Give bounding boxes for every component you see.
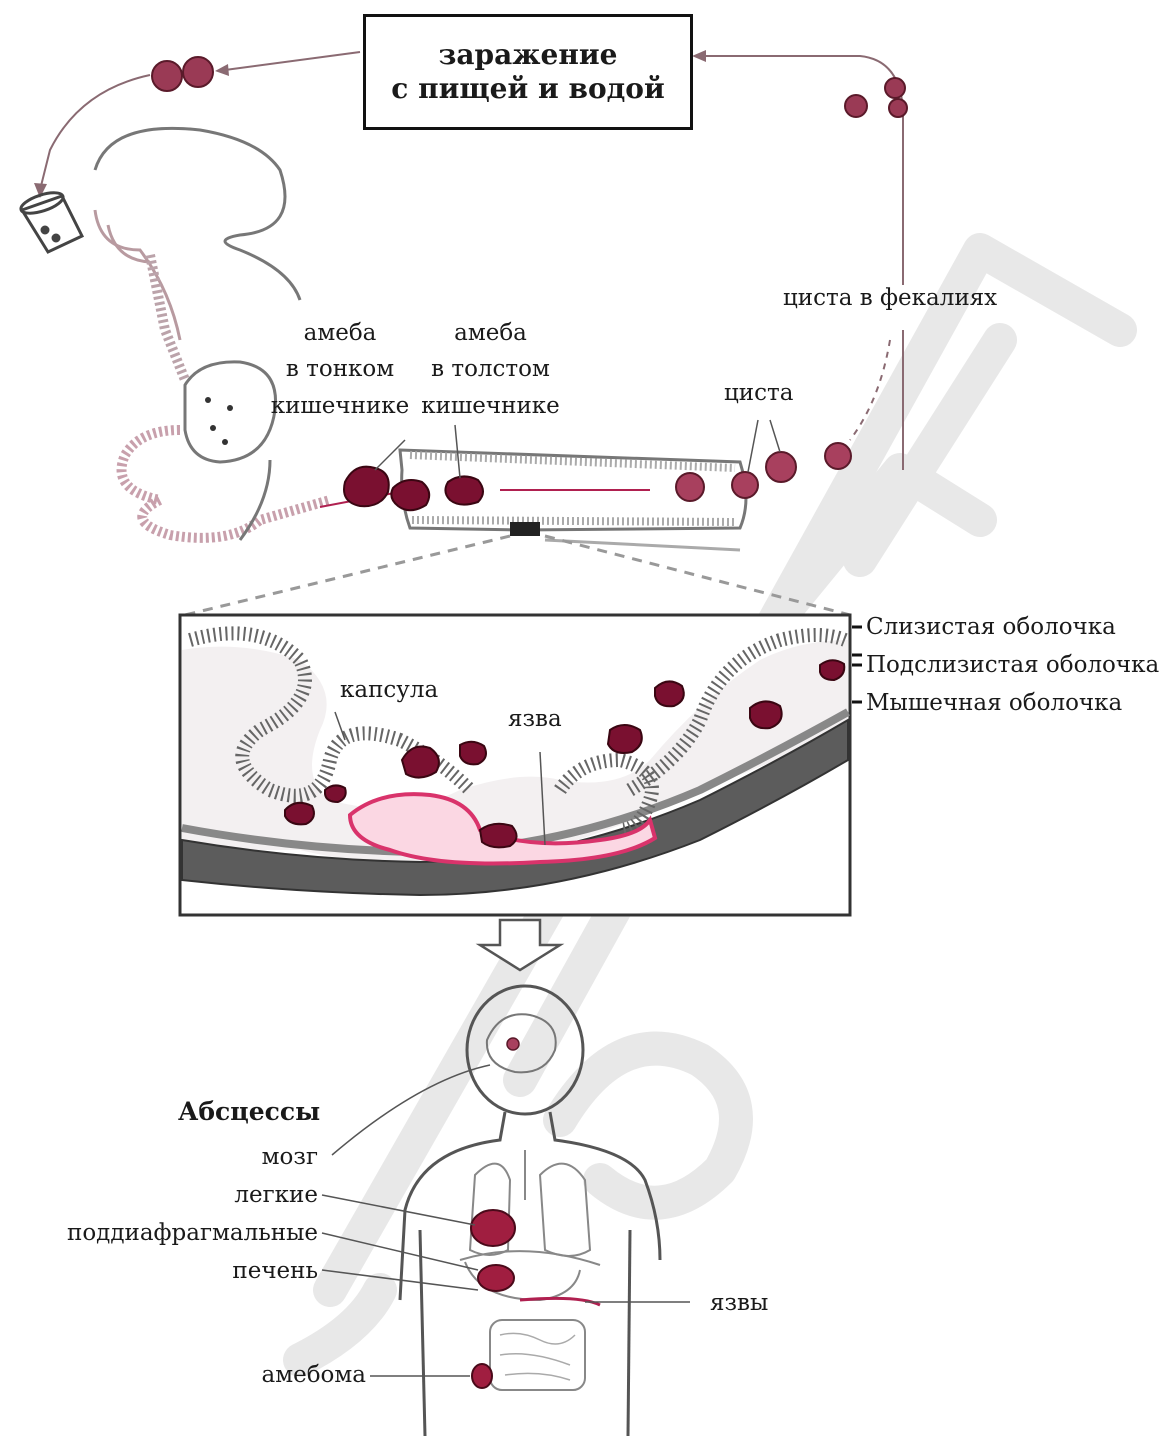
zoom-lines xyxy=(185,536,850,615)
label-muscularis: Мышечная оболочка xyxy=(866,690,1122,716)
infection-line-1: заражение xyxy=(439,38,618,72)
body-abscesses xyxy=(471,1210,515,1388)
label-cyst-in-feces: циста в фекалиях xyxy=(783,285,997,311)
label-mucosa: Слизистая оболочка xyxy=(866,614,1116,640)
cysts-intestine xyxy=(676,443,851,501)
label-amoeboma: амебома xyxy=(261,1362,366,1388)
label-amoeba-large-intestine: амеба в толстом кишечнике xyxy=(418,320,563,419)
label-line: в толстом xyxy=(418,356,563,382)
label-line: в тонком xyxy=(270,356,410,382)
label-lungs: легкие xyxy=(234,1182,318,1208)
infection-line-2: с пищей и водой xyxy=(391,72,664,106)
label-line: амеба xyxy=(270,320,410,346)
label-brain: мозг xyxy=(262,1144,318,1170)
label-line: кишечнике xyxy=(418,393,563,419)
arrow-box-to-cysts xyxy=(225,52,360,70)
arrow-head xyxy=(215,64,229,76)
label-ulcer: язва xyxy=(508,706,562,732)
label-amoeba-small-intestine: амеба в тонком кишечнике xyxy=(270,320,410,419)
label-subdiaphragmatic: поддиафрагмальные xyxy=(67,1220,318,1246)
abscesses-title: Абсцессы xyxy=(178,1098,320,1127)
glass-icon xyxy=(19,189,82,252)
label-cyst: циста xyxy=(724,380,793,406)
label-liver: печень xyxy=(232,1258,318,1284)
label-capsule: капсула xyxy=(340,677,438,703)
infection-box: заражение с пищей и водой xyxy=(363,14,693,130)
intestine-cross-section xyxy=(180,615,862,915)
label-ulcers: язвы xyxy=(710,1290,768,1316)
zoom-region xyxy=(510,522,540,536)
label-submucosa: Подслизистая оболочка xyxy=(866,652,1159,678)
leader-lines-top xyxy=(375,420,780,478)
label-line: амеба xyxy=(418,320,563,346)
brain-abscess xyxy=(507,1038,519,1050)
arrow-right-up xyxy=(700,56,903,285)
label-line: кишечнике xyxy=(270,393,410,419)
amoebas-intestine xyxy=(344,467,483,511)
